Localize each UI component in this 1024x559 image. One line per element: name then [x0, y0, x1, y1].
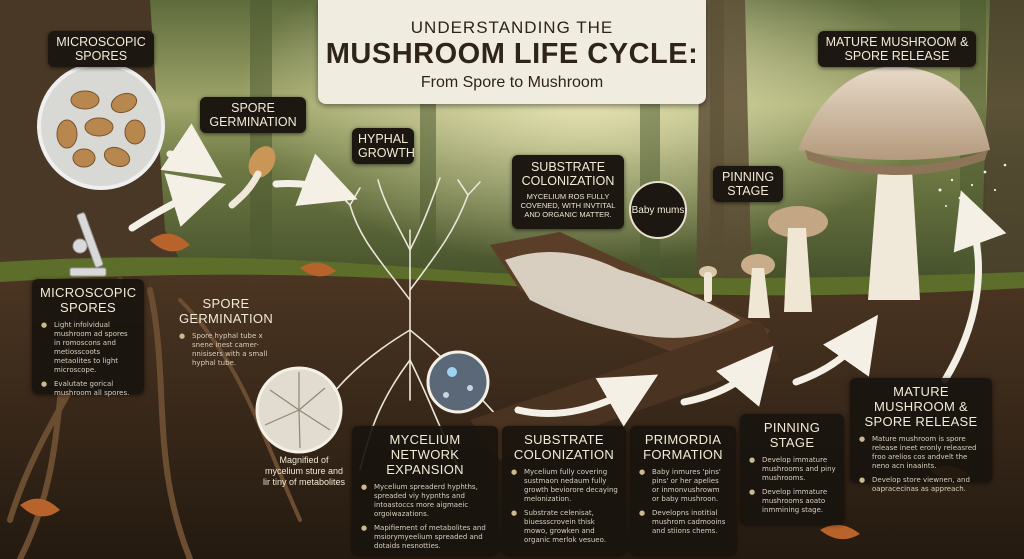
panel-bullet: Mature mushroom is spore release ineet e… [859, 435, 984, 471]
panel-bullet: Develop immature mushrooms aoato inmmini… [749, 488, 836, 515]
panel-bullet: Developns inotitial mushrom cadmooins an… [639, 509, 728, 536]
panel-bullet: Substrate celenisat, biuessscrovein this… [511, 509, 618, 545]
title-card: Understanding the Mushroom Life Cycle: F… [318, 0, 706, 104]
panel-heading: Spore Germination [178, 296, 274, 326]
panel-heading: Pinning Stage [763, 420, 821, 450]
panel-substrate-colonization: Substrate Colonization Mycelium fully co… [502, 426, 626, 554]
panel-heading: Mycelium Network Expansion [386, 432, 464, 477]
title-line2: Mushroom Life Cycle: [325, 38, 699, 70]
panel-bullet: Mycelium spreaderd hyphths, spreaded viy… [361, 483, 490, 519]
panel-mycelium-network: Mycelium Network Expansion Mycelium spre… [352, 426, 498, 554]
label-baby-mums: Baby mums [631, 204, 685, 216]
metabolite-magnifier [426, 350, 490, 414]
panel-pinning-stage: Pinning Stage Develop immature mushrooms… [740, 414, 844, 524]
callout-baby-mums: Baby mums [629, 181, 687, 239]
panel-heading: Mature Mushroom & Spore Release [864, 384, 978, 429]
pinning-mushrooms [699, 206, 828, 318]
mycelium-mat [505, 252, 740, 338]
label-spore-germination: Spore Germination [200, 97, 306, 133]
label-microscopic-spores: Microscopic Spores [48, 31, 154, 67]
mature-mushroom [798, 66, 990, 300]
panel-bullet: Baby inmures 'pins' pins' or her apelies… [639, 468, 728, 504]
panel-primordia-formation: Primordia Formation Baby inmures 'pins' … [630, 426, 736, 554]
panel-bullet: Mapifiement of metabolites and msiorymye… [361, 524, 490, 551]
magnified-caption: Magnified of mycelium sture and lir tiny… [262, 455, 346, 487]
mycelium-magnifier [255, 366, 343, 454]
panel-microscopic-spores: Microscopic Spores Light infolvidual mus… [32, 279, 144, 397]
panel-bullet: Spore hyphal tube x snene inest camer-nn… [179, 332, 274, 368]
label-substrate-colonization: Substrate Colonization [521, 160, 615, 188]
label-hyphal-growth: Hyphal Growth [352, 128, 415, 164]
panel-bullet: Develop store viewnen, and oapracecinas … [859, 476, 984, 494]
right-tree-trunk [696, 0, 752, 300]
panel-heading: Primordia Formation [643, 432, 723, 462]
panel-mature-mushroom: Mature Mushroom & Spore Release Mature m… [850, 378, 992, 493]
panel-spore-germination: Spore Germination Spore hyphal tube x sn… [170, 290, 282, 367]
panel-heading: Microscopic Spores [40, 285, 137, 315]
panel-bullet: Light infolvidual mushroom ad spores in … [41, 321, 136, 375]
panel-bullet: Develop immature mushrooms and piny mush… [749, 456, 836, 483]
flow-arrows [128, 123, 1007, 427]
label-pinning-stage: Pinning Stage [713, 166, 783, 202]
panel-heading: Substrate Colonization [513, 432, 615, 462]
colonization-description: Mycelium ros fully covened, with invtita… [520, 192, 616, 219]
callout-substrate-colonization: Substrate Colonization Mycelium ros full… [512, 155, 624, 229]
panel-bullet: Evalutate gorical mushroom all spores. [41, 380, 136, 398]
label-mature-mushroom: Mature Mushroom & Spore Release [818, 31, 976, 67]
spore-magnifier [37, 62, 165, 190]
microscope-icon [69, 212, 107, 277]
panel-bullet: Mycelium fully covering sustmaon nedaum … [511, 468, 618, 504]
germinating-spore [228, 146, 276, 209]
title-line3: From Spore to Mushroom [420, 74, 604, 91]
title-line1: Understanding the [410, 18, 614, 37]
